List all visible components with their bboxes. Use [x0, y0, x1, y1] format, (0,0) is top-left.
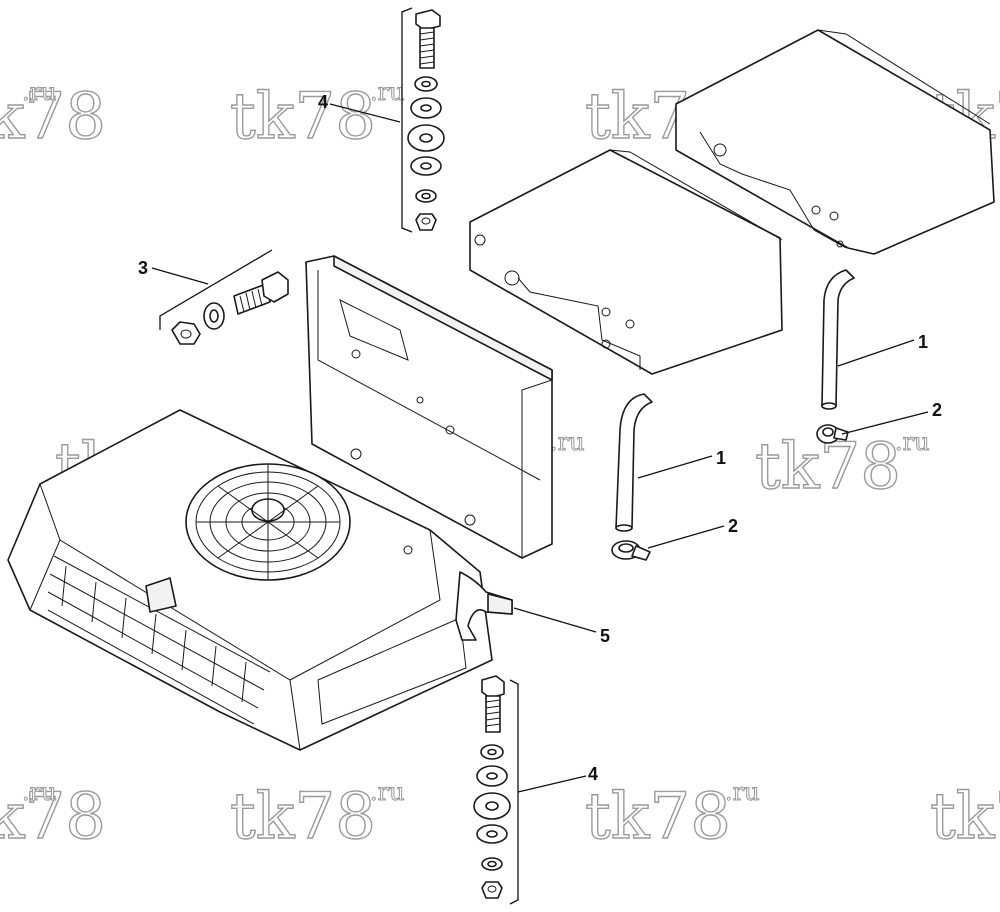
callout-4-bottom: 4	[588, 764, 598, 784]
side-bolt-leader	[151, 267, 209, 285]
svg-text:.ru: .ru	[725, 778, 760, 806]
side-lock-washer	[203, 302, 225, 330]
svg-text:tk78: tk78	[585, 780, 731, 854]
hose-clamp-right	[816, 424, 849, 444]
bottom-bolt	[481, 675, 505, 733]
bottom-washer-1	[480, 744, 504, 760]
svg-text:.ru: .ru	[550, 428, 585, 456]
top-bolt	[415, 9, 441, 69]
hose-right-leader	[837, 339, 915, 367]
svg-text:tk78: tk78	[0, 80, 106, 154]
callout-2-left: 2	[728, 516, 738, 536]
svg-text:.ru: .ru	[22, 778, 57, 806]
watermark-11: tk78	[929, 779, 1000, 854]
drain-hose-right	[821, 269, 855, 410]
top-washer-4	[410, 156, 442, 176]
top-washer-3	[407, 124, 445, 152]
bottom-washer-4	[476, 824, 508, 844]
svg-text:tk78: tk78	[930, 780, 1000, 854]
condenser-fan	[185, 463, 351, 581]
top-washer-2	[410, 97, 442, 119]
top-bolt-leader	[329, 103, 401, 123]
hose-clamp-left	[611, 540, 651, 561]
watermark-layer: tk78 .ru tk78 .ru tk78 .ru tk78 tk78 .ru…	[0, 78, 1000, 855]
svg-text:.ru: .ru	[370, 78, 405, 106]
bottom-washer-5	[481, 857, 503, 871]
cover-panel-front	[469, 149, 783, 375]
watermark-1: tk78 .ru	[0, 78, 107, 155]
strap	[455, 571, 513, 641]
top-bolt-set: 4	[318, 7, 445, 233]
strap-leader	[513, 607, 597, 633]
clamp-left-leader	[647, 525, 725, 549]
mounting-frame	[305, 255, 553, 559]
svg-text:tk78: tk78	[230, 80, 376, 154]
front-badge	[145, 577, 177, 613]
callout-4-top: 4	[318, 92, 328, 112]
side-bolt-set: 3	[138, 249, 289, 345]
side-nut	[171, 321, 201, 345]
top-bolt-bracket	[401, 7, 413, 233]
callout-1-right: 1	[918, 332, 928, 352]
hose-left-leader	[637, 455, 713, 479]
cover-panel-rear	[675, 29, 995, 255]
top-nut	[415, 213, 437, 231]
rooftop-ac-unit	[7, 409, 493, 751]
watermark-2: tk78 .ru	[229, 78, 405, 155]
bottom-washer-2	[476, 765, 508, 787]
bottom-bolt-leader	[517, 775, 587, 793]
bottom-bolt-set: 4	[473, 675, 598, 905]
svg-text:tk78: tk78	[230, 780, 376, 854]
svg-text:.ru: .ru	[370, 778, 405, 806]
svg-text:.ru: .ru	[895, 428, 930, 456]
callout-3: 3	[138, 258, 148, 278]
top-washer-5	[415, 189, 437, 203]
clamp-right-leader	[841, 411, 929, 435]
side-bolt	[233, 271, 289, 315]
callout-1-left: 1	[716, 448, 726, 468]
top-washer-1	[414, 76, 438, 92]
front-grille	[47, 555, 271, 725]
bottom-nut	[481, 881, 503, 899]
svg-text:tk78: tk78	[0, 780, 106, 854]
callout-5: 5	[600, 626, 610, 646]
side-bolt-bracket	[159, 249, 273, 330]
bottom-bolt-bracket	[509, 679, 519, 905]
drain-hose-left	[615, 393, 653, 532]
callout-2-right: 2	[932, 400, 942, 420]
watermark-9: tk78 .ru	[229, 778, 405, 855]
svg-text:.ru: .ru	[22, 78, 57, 106]
watermark-10: tk78 .ru	[584, 778, 760, 855]
bottom-washer-3	[473, 792, 511, 820]
watermark-8: tk78 .ru	[0, 778, 107, 855]
